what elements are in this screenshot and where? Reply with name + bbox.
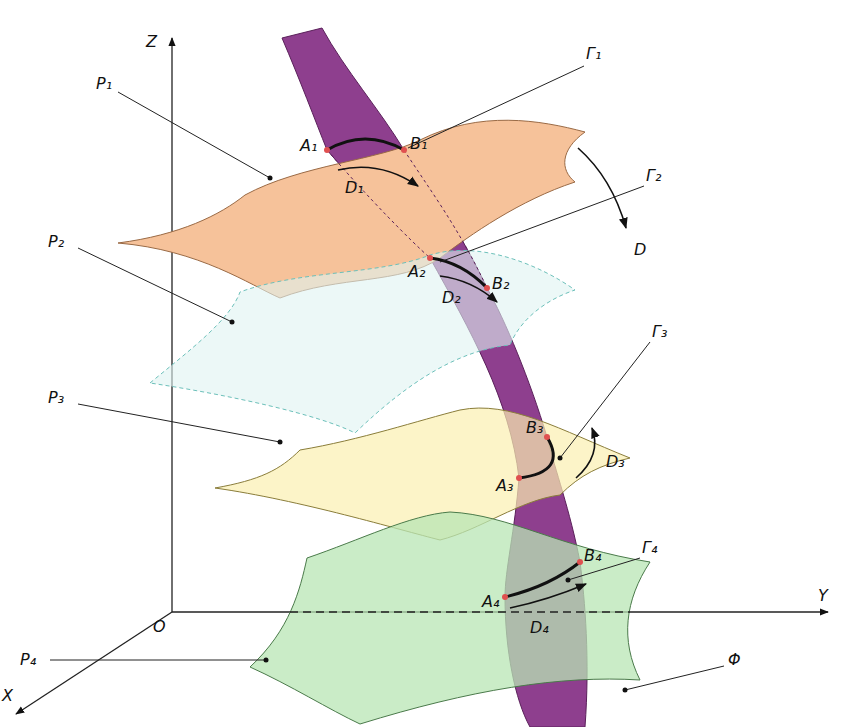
surface-label: P₂	[48, 232, 64, 251]
point-label: A₃	[496, 476, 513, 495]
direction-label: D₃	[606, 452, 625, 471]
axis-label: Y	[818, 586, 828, 605]
hidden-edge	[404, 150, 487, 288]
hidden-axis	[290, 611, 630, 612]
surface-p4	[250, 512, 650, 724]
point-label: A₁	[300, 136, 317, 155]
curve-label: Γ₁	[586, 44, 601, 63]
leader-dots	[230, 176, 628, 693]
direction-label: D₂	[442, 288, 461, 307]
intersection-curves	[327, 139, 580, 597]
z-axis	[171, 38, 172, 612]
surface-label: P₄	[20, 650, 36, 669]
surface-label: P₃	[48, 388, 64, 407]
curve-label: Γ₃	[652, 322, 667, 341]
direction-label: D	[634, 240, 646, 259]
direction-arrows	[338, 148, 626, 608]
curve-points	[324, 147, 583, 600]
axis-label: Z	[146, 32, 157, 51]
leader-lines	[50, 66, 724, 690]
direction-label: D₁	[345, 178, 364, 197]
point-label: B₂	[492, 274, 509, 293]
direction-label: D₄	[530, 618, 549, 637]
curve-label: Γ₂	[646, 166, 661, 185]
surface-label: Φ	[728, 650, 741, 669]
axis-label: X	[2, 686, 13, 705]
surface-label: P₁	[96, 74, 112, 93]
surface-p2	[150, 250, 575, 433]
point-label: A₄	[482, 592, 499, 611]
origin-label: O	[153, 617, 166, 636]
point-label: A₂	[408, 262, 425, 281]
curve-label: Γ₄	[642, 538, 657, 557]
y-axis	[172, 611, 828, 612]
x-axis	[16, 612, 172, 714]
point-label: B₁	[410, 134, 427, 153]
point-label: B₃	[526, 418, 543, 437]
point-label: B₄	[584, 546, 601, 565]
